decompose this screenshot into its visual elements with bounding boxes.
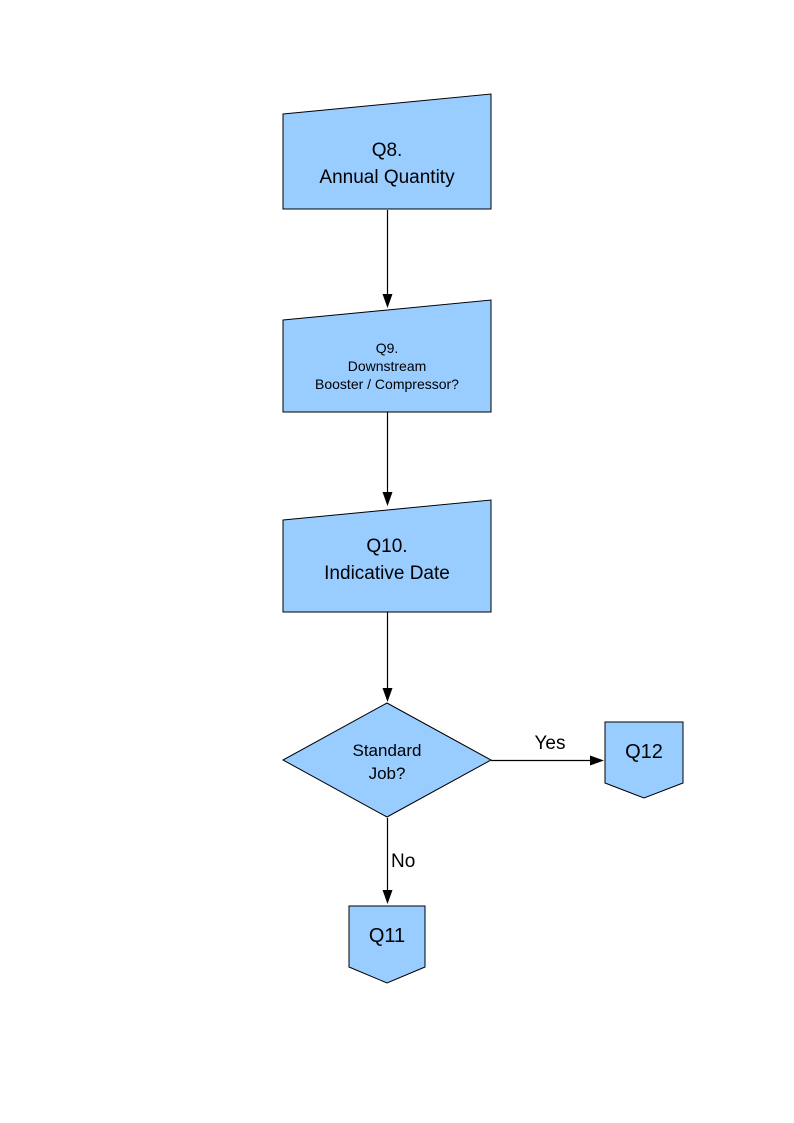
q8-manual-input-shape: [282, 93, 492, 210]
q11-offpage-connector-shape: [348, 905, 426, 984]
arrowhead-decision-no-to-q11: [382, 890, 393, 904]
arrowhead-q9-to-q10: [382, 492, 393, 506]
arrowhead-decision-yes-to-q12: [590, 755, 604, 766]
q12-offpage-connector-shape: [604, 721, 684, 799]
arrowhead-q8-to-q9: [382, 294, 393, 308]
decision-diamond-shape: [281, 702, 493, 818]
q9-manual-input-shape: [282, 299, 492, 413]
no-edge-label: No: [391, 851, 416, 872]
yes-edge-label: Yes: [534, 733, 566, 754]
arrowhead-q10-to-decision: [382, 688, 393, 702]
q10-manual-input-shape: [282, 499, 492, 613]
